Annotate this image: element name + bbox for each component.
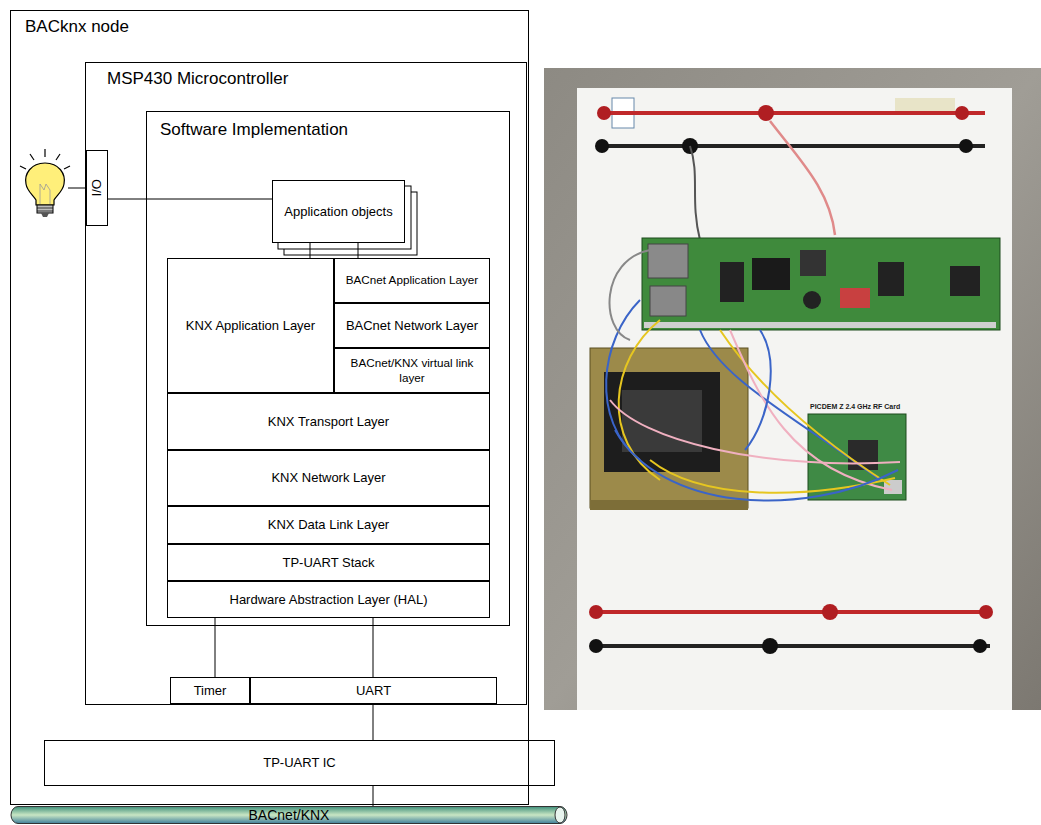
light-bulb: [20, 149, 86, 217]
connector-line: [373, 618, 374, 677]
box-label: BACnet Application Layer: [342, 273, 483, 287]
ic-box: TP-UART IC: [44, 740, 555, 786]
box-label: KNX Transport Layer: [264, 414, 393, 430]
microcontroller-box: MSP430 MicrocontrollerSoftware Implement…: [85, 62, 527, 705]
photo: [544, 68, 1041, 710]
box-label: KNX Data Link Layer: [264, 517, 393, 533]
bus-cylinder: BACnet/KNX: [10, 806, 568, 824]
layer-box: KNX Transport Layer: [167, 393, 490, 450]
box-title: BACknx node: [25, 17, 129, 37]
box-label: KNX Network Layer: [267, 470, 389, 486]
layer-box: TP-UART Stack: [167, 544, 490, 581]
connector-line: [310, 243, 311, 258]
peripheral-box: UART: [250, 677, 497, 704]
layer-box: KNX Data Link Layer: [167, 506, 490, 544]
connector-line: [373, 704, 374, 740]
box-label: UART: [352, 683, 395, 699]
box-label: Application objects: [280, 204, 396, 220]
box-label: KNX Application Layer: [182, 318, 319, 334]
box-label: I/O: [89, 175, 105, 200]
io-box: I/O: [86, 150, 108, 226]
layer-box: KNX Application Layer: [167, 258, 334, 393]
box-label: Timer: [190, 683, 231, 699]
connector-line: [358, 243, 359, 258]
layer-box: BACnet/KNX virtual link layer: [334, 348, 490, 393]
software-box: Software ImplementationApplication objec…: [146, 111, 510, 626]
peripheral-box: Timer: [170, 677, 250, 704]
node-box: BACknx nodeI/OMSP430 MicrocontrollerSoft…: [10, 10, 529, 805]
layer-box: BACnet Network Layer: [334, 303, 490, 348]
connector-line: [215, 618, 216, 677]
layer-box: KNX Network Layer: [167, 450, 490, 506]
box-label: BACnet/KNX virtual link layer: [335, 356, 489, 384]
connector-line: [108, 199, 272, 200]
layer-box: Hardware Abstraction Layer (HAL): [167, 581, 490, 618]
application-objects-box: Application objects: [272, 180, 405, 243]
card-label: PICDEM Z 2.4 GHz RF Card: [810, 403, 900, 410]
box-label: BACnet Network Layer: [342, 318, 482, 334]
box-label: Hardware Abstraction Layer (HAL): [226, 592, 432, 608]
box-label: BACnet/KNX: [245, 808, 334, 822]
connector-line: [373, 786, 374, 806]
box-title: MSP430 Microcontroller: [107, 69, 288, 89]
box-label: TP-UART IC: [259, 755, 339, 771]
box-label: TP-UART Stack: [279, 555, 379, 571]
layer-box: BACnet Application Layer: [334, 258, 490, 303]
box-title: Software Implementation: [160, 120, 348, 140]
